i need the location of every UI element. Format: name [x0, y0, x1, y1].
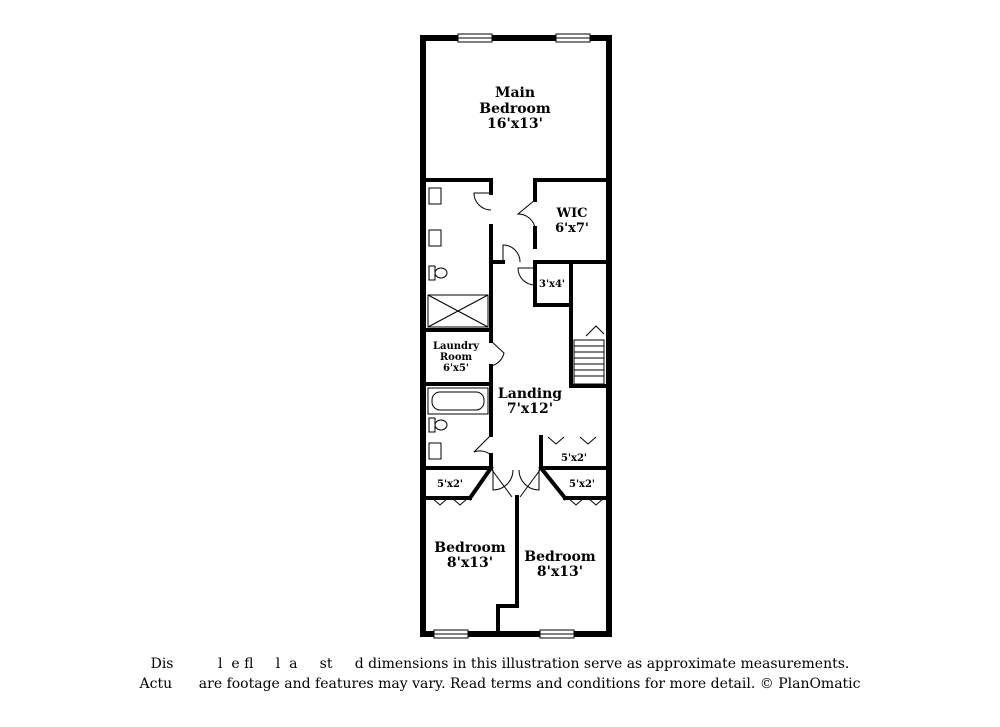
laundry-dims: 6'x5': [443, 363, 469, 374]
closet-door-left: [431, 497, 469, 506]
door-laundry: [490, 340, 505, 367]
door-wic: [516, 199, 536, 229]
bathtub-icon: [427, 387, 489, 415]
closet-right-upper-dims: 5'x2': [561, 453, 587, 464]
shower-icon: [427, 294, 489, 328]
room-labels: Main Bedroom 16'x13' WIC 6'x7' 3'x4' Lau…: [433, 85, 596, 580]
stairs: [573, 325, 605, 385]
main-bedroom-dims: 16'x13': [487, 116, 543, 132]
fixtures: [427, 187, 489, 460]
laundry-name-1: Laundry: [433, 341, 480, 352]
laundry-name-2: Room: [440, 352, 473, 363]
toilet-icon: [428, 417, 448, 433]
closet-3x4-dims: 3'x4': [539, 279, 565, 290]
toilet-icon: [428, 265, 448, 281]
closet-door-right-lower: [567, 497, 605, 506]
wic-dims: 6'x7': [555, 221, 589, 236]
door-bedroom-right: [518, 469, 540, 491]
exterior-walls: [420, 35, 612, 637]
closet-right-lower-dims: 5'x2': [569, 479, 595, 490]
door-hall-bath: [502, 244, 521, 263]
door-closet-3x4: [517, 267, 536, 286]
landing-dims: 7'x12': [507, 401, 553, 417]
closet-left-dims: 5'x2': [437, 479, 463, 490]
closet-door-right-upper: [547, 436, 597, 445]
windows: [433, 33, 591, 639]
bedroom-left-name: Bedroom: [434, 540, 506, 556]
main-bedroom-name-2: Bedroom: [479, 101, 551, 117]
main-bedroom-name-1: Main: [495, 85, 535, 101]
doors: [431, 192, 605, 506]
wic-name: WIC: [555, 206, 587, 221]
landing-name: Landing: [498, 386, 562, 402]
disclaimer-line-1: Dis l e fl l a st d dimensions in this i…: [150, 656, 850, 672]
sink-icon: [428, 442, 442, 460]
door-main-bath: [473, 192, 492, 211]
door-bedroom-left-swing: [491, 469, 541, 498]
door-lower-bath: [473, 434, 492, 456]
bedroom-right-name: Bedroom: [524, 549, 596, 565]
bedroom-right-dims: 8'x13': [537, 564, 583, 580]
sink-icon: [428, 187, 442, 205]
interior-walls: [423, 178, 608, 634]
disclaimer-line-2: Actu are footage and features may vary. …: [139, 676, 861, 692]
bedroom-left-dims: 8'x13': [447, 555, 493, 571]
sink-icon: [428, 229, 442, 247]
door-bedroom-left: [492, 469, 514, 491]
